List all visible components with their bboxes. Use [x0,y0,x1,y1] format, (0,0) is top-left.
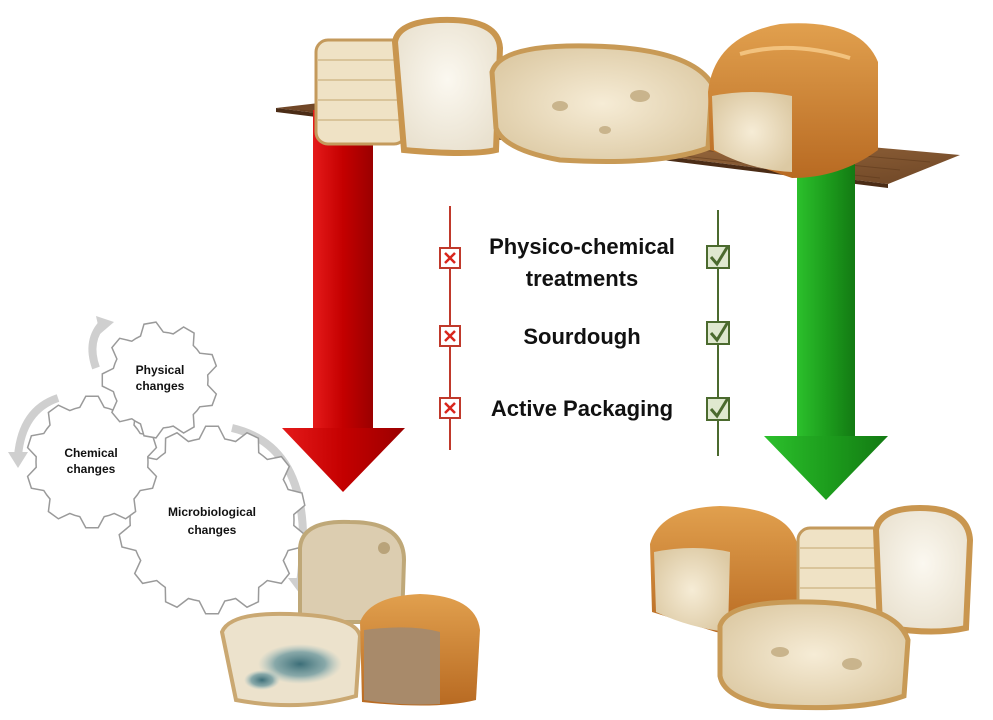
cross-box-icon [439,397,461,419]
shelf-bread-loaf [708,23,878,179]
svg-text:Chemical: Chemical [64,446,117,460]
preserved-bread-sliced [796,504,974,635]
svg-text:Microbiological: Microbiological [168,505,256,519]
check-box-icon [706,397,730,421]
spoiled-bread-mouldy-half [219,611,363,708]
spoiled-bread-loaf [360,594,480,706]
treatment-label-physico-chemical: Physico-chemical [489,234,675,259]
treatment-label-active-packaging: Active Packaging [491,396,673,421]
gear-icon-microbiological [118,425,306,615]
check-box-icon [706,245,730,269]
preserved-bread-sourdough-half [717,599,911,711]
svg-text:changes: changes [136,379,185,393]
gear-label-physical: Physical changes [136,363,185,393]
preservation-arrow [764,130,888,500]
check-box-icon [706,321,730,345]
svg-text:changes: changes [188,523,237,537]
shelf-bread-sourdough-half [489,43,715,164]
cross-box-icon [439,247,461,269]
svg-text:changes: changes [67,462,116,476]
cross-column [439,206,461,450]
check-column [706,210,730,456]
spoiled-bread-slice [298,519,407,624]
gear-label-microbiological: Microbiological changes [168,505,256,537]
spoilage-arrow [282,110,405,492]
cross-box-icon [439,325,461,347]
gear-label-chemical: Chemical changes [64,446,117,476]
treatment-label-sourdough: Sourdough [523,324,640,349]
gear-group [26,321,306,615]
shelf-bread-sliced [314,16,504,156]
svg-text:Physical: Physical [136,363,185,377]
treatment-label-physico-chemical-line2: treatments [526,266,638,291]
gear-icon-physical [101,321,218,439]
